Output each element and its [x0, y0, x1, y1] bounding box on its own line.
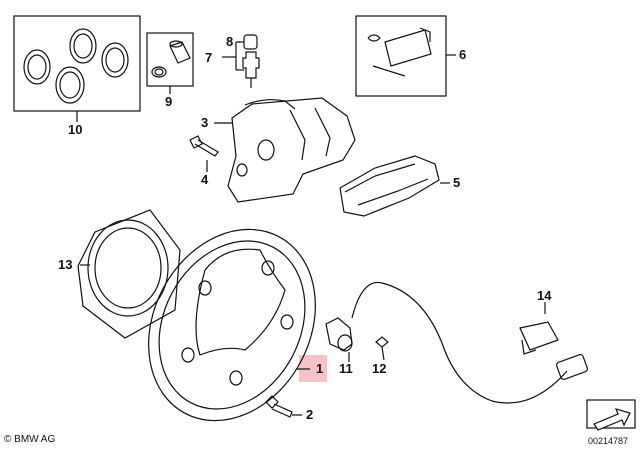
document-number: 00214787 — [588, 436, 629, 446]
seal-ring-2 — [69, 28, 97, 64]
callout-10[interactable]: 10 — [68, 122, 83, 137]
copyright-text: © BMW AG — [4, 434, 56, 445]
brake-pads — [339, 155, 440, 217]
small-cap — [151, 66, 167, 78]
brake-disc — [148, 228, 316, 422]
callout-11[interactable]: 11 — [339, 361, 353, 376]
caliper-bolt — [189, 135, 203, 149]
callout-12[interactable]: 12 — [372, 361, 387, 376]
bleed-cap — [243, 34, 258, 50]
seal-ring-3 — [55, 66, 85, 104]
callout-1[interactable]: 1 — [316, 361, 324, 376]
seal-ring-4 — [101, 42, 129, 78]
abs-sensor — [325, 317, 353, 351]
callout-5[interactable]: 5 — [453, 175, 461, 190]
next-page-arrow-icon — [593, 408, 631, 431]
next-page-frame — [586, 399, 636, 429]
callout-8[interactable]: 8 — [226, 34, 234, 49]
callout-13[interactable]: 13 — [58, 257, 73, 272]
pad-pin-kit-box — [355, 15, 447, 97]
callout-7[interactable]: 7 — [205, 50, 213, 65]
callout-6[interactable]: 6 — [459, 47, 467, 62]
callout-9[interactable]: 9 — [165, 94, 173, 109]
callout-3[interactable]: 3 — [201, 115, 209, 130]
sensor-bolt — [375, 336, 389, 348]
disc-bolt — [265, 395, 279, 409]
cable-clip — [519, 321, 559, 351]
callout-4[interactable]: 4 — [201, 172, 209, 187]
sensor-connector — [556, 353, 588, 381]
brake-caliper — [227, 97, 356, 203]
seal-ring-1 — [23, 49, 51, 85]
bleed-valve — [242, 51, 260, 79]
callout-14[interactable]: 14 — [537, 288, 552, 303]
disc-carrier — [77, 209, 181, 339]
callout-2[interactable]: 2 — [306, 407, 314, 422]
